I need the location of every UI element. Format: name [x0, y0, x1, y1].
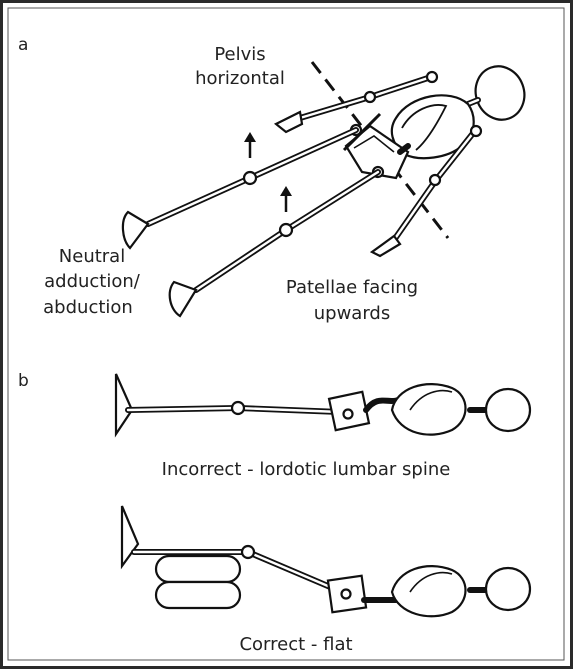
bolster-top: [156, 556, 240, 582]
incorrect-label: Incorrect - lordotic lumbar spine: [162, 459, 451, 480]
knee-left-a: [244, 172, 256, 184]
hand-right-a: [372, 236, 400, 256]
foot-incorrect: [116, 374, 132, 434]
panel-b-letter: b: [18, 371, 29, 391]
neutral-label-line3: abduction: [43, 297, 133, 318]
panel-a-letter: a: [18, 35, 28, 55]
pelvis-label-line1: Pelvis: [214, 44, 265, 65]
shoulder-left-a: [427, 72, 437, 82]
torso-correct: [392, 566, 466, 616]
hand-left-a: [276, 112, 302, 132]
bolster-bottom: [156, 582, 240, 608]
torso-incorrect: [392, 384, 466, 435]
neutral-label-line2: adduction/: [44, 271, 141, 292]
head-incorrect: [486, 389, 530, 431]
knee-right-a: [280, 224, 292, 236]
neutral-label-line1: Neutral: [59, 246, 125, 267]
foot-left-a: [123, 212, 148, 248]
knee-correct: [242, 546, 254, 558]
knee-incorrect: [232, 402, 244, 414]
foot-correct: [122, 506, 138, 566]
arrow-up-icon: [244, 132, 256, 142]
head-correct: [486, 568, 530, 610]
patellae-label-line2: upwards: [314, 303, 390, 324]
hip-correct: [342, 590, 351, 599]
figure-b-incorrect: [116, 374, 530, 435]
correct-label: Correct - flat: [239, 634, 352, 655]
pelvis-label-line2: horizontal: [195, 68, 285, 89]
foot-right-a: [170, 282, 196, 316]
arrow-up-icon: [280, 186, 292, 196]
shoulder-right-a: [471, 126, 481, 136]
figure-b-correct: [122, 506, 530, 616]
patellae-label-line1: Patellae facing: [286, 277, 418, 298]
head-a: [468, 59, 532, 126]
hip-incorrect: [344, 410, 353, 419]
elbow-left-a: [365, 92, 375, 102]
elbow-right-a: [430, 175, 440, 185]
